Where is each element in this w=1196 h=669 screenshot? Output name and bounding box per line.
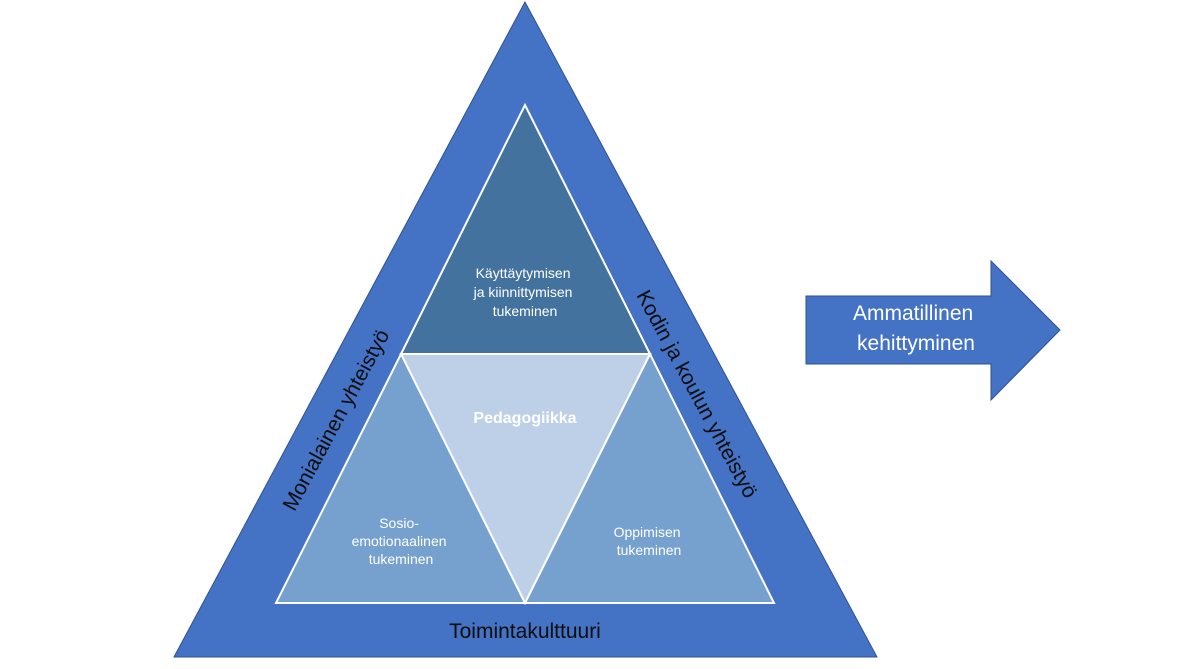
bottom-right-label-line: tukeminen xyxy=(617,542,682,558)
bottom-right-label-line: Oppimisen xyxy=(614,524,681,540)
bottom-left-label-line: tukeminen xyxy=(369,551,434,567)
inner-triangle-bottom-right xyxy=(523,351,776,604)
center-triangle-label: Pedagogiikka xyxy=(473,410,576,427)
top-label-line: ja kiinnittymisen xyxy=(473,284,573,300)
center-label-line: Pedagogiikka xyxy=(473,410,576,427)
bottom-right-triangle-label: Oppimisen tukeminen xyxy=(614,524,685,558)
arrow-label: Ammatillinen kehittyminen xyxy=(853,302,979,355)
top-triangle-label: Käyttäytymisen ja kiinnittymisen tukemin… xyxy=(473,265,577,319)
arrow-label-line: kehittyminen xyxy=(857,332,975,355)
bottom-side-label-text: Toimintakulttuuri xyxy=(449,620,601,643)
bottom-side-label: Toimintakulttuuri xyxy=(449,620,601,643)
arrow-label-line: Ammatillinen xyxy=(853,302,973,325)
bottom-left-label-line: emotionaalinen xyxy=(352,533,447,549)
top-label-line: Käyttäytymisen xyxy=(476,265,571,281)
right-arrow-shape xyxy=(805,259,1061,402)
bottom-left-triangle-label: Sosio- emotionaalinen tukeminen xyxy=(352,515,451,567)
bottom-left-label-line: Sosio- xyxy=(379,515,419,531)
inner-triangle-bottom-left xyxy=(274,351,527,604)
top-label-line: tukeminen xyxy=(493,303,558,319)
